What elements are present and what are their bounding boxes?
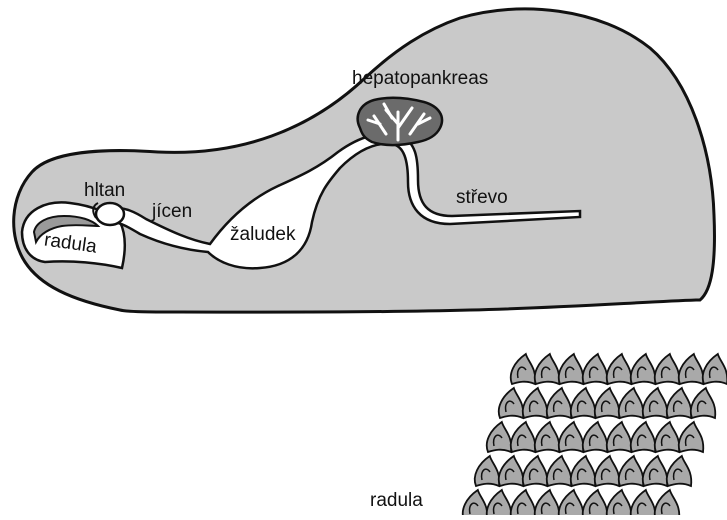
radula-tooth [667,456,692,486]
radula-tooth [547,456,572,486]
radula-tooth [631,422,656,452]
radula-tooth [475,456,500,486]
radula-tooth [595,388,620,418]
label-hepatopancreas: hepatopankreas [352,68,488,89]
radula-teeth-plate [463,354,727,515]
label-radula-caption: radula [370,490,423,511]
radula-tooth [511,422,536,452]
radula-tooth [631,490,656,515]
radula-tooth [523,456,548,486]
radula-tooth [511,490,536,515]
radula-tooth [523,388,548,418]
radula-tooth [655,354,680,384]
radula-tooth [655,422,680,452]
radula-tooth [679,354,704,384]
radula-tooth [607,354,632,384]
radula-tooth [643,456,668,486]
radula-tooth [667,388,692,418]
radula-tooth [607,490,632,515]
radula-tooth [583,490,608,515]
radula-tooth [559,422,584,452]
radula-tooth [583,354,608,384]
pharynx-bulb [96,203,124,225]
radula-tooth [631,354,656,384]
radula-tooth [559,490,584,515]
radula-tooth [487,422,512,452]
radula-tooth [619,456,644,486]
label-intestine: střevo [456,187,508,208]
radula-tooth [511,354,536,384]
radula-tooth [535,490,560,515]
radula-tooth [583,422,608,452]
radula-tooth [535,422,560,452]
label-stomach: žaludek [230,224,296,245]
radula-tooth [655,490,680,515]
radula-tooth [499,388,524,418]
radula-tooth [547,388,572,418]
radula-tooth [571,456,596,486]
radula-tooth [499,456,524,486]
radula-tooth [619,388,644,418]
label-pharynx: hltan [84,180,125,201]
radula-tooth [463,490,488,515]
radula-tooth [571,388,596,418]
radula-tooth [607,422,632,452]
radula-tooth [679,422,704,452]
radula-tooth [691,388,716,418]
radula-tooth [535,354,560,384]
radula-tooth [487,490,512,515]
radula-tooth [559,354,584,384]
radula-tooth [595,456,620,486]
radula-tooth [703,354,727,384]
radula-tooth [643,388,668,418]
label-esophagus: jícen [151,201,192,222]
